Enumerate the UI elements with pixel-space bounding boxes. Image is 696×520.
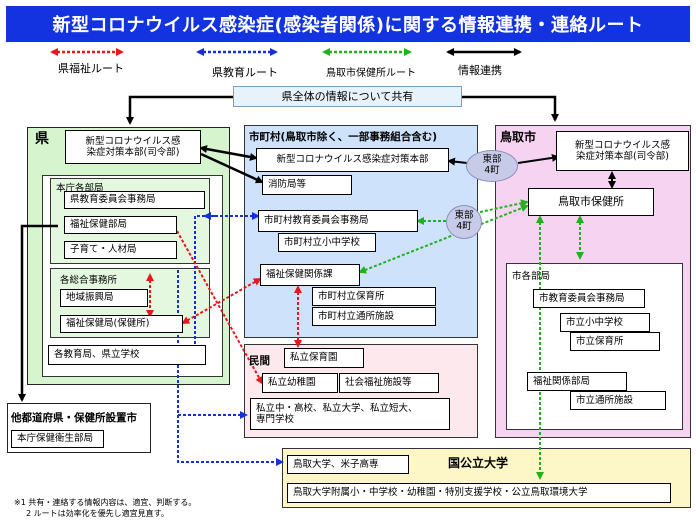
private-nursery-box: 私立保育園 bbox=[284, 348, 364, 368]
pref-welfare-dept-box: 福祉保健部局 bbox=[64, 216, 177, 234]
legend-info-link: 情報連携 bbox=[458, 64, 502, 77]
tottori-nursery-box: 市立保育所 bbox=[570, 332, 660, 351]
diagram-title: 新型コロナウイルス感染症(感染者関係)に関する情報連携・連絡ルート bbox=[6, 6, 690, 42]
univ-attached-box: 鳥取大学附属小・中学校・幼稚園・特別支援学校・公立鳥取環境大学 bbox=[287, 483, 671, 503]
pref-dept-group-label: 本庁各部局 bbox=[56, 183, 104, 194]
pref-offices-label: 各総合事務所 bbox=[60, 275, 118, 286]
tottori-health-center-box: 鳥取市保健所 bbox=[528, 188, 654, 216]
pref-childcare-box: 子育て・人材局 bbox=[64, 241, 177, 259]
private-header: 民間 bbox=[249, 355, 270, 367]
pref-edu-board-box: 県教育委員会事務局 bbox=[64, 191, 205, 209]
pref-regional-box: 地域振興局 bbox=[60, 289, 148, 307]
towns-oval-2: 東部 4町 bbox=[446, 205, 482, 239]
muni-schools-box: 市町村立小中学校 bbox=[278, 233, 376, 252]
private-kindergarten-box: 私立幼稚園 bbox=[262, 373, 338, 393]
tottori-hq-box: 新型コロナウイルス感 染症対策本部(司令部) bbox=[556, 131, 689, 171]
legend-pref-welfare: 県福祉ルート bbox=[58, 62, 124, 75]
tottori-facility-box: 市立通所施設 bbox=[570, 391, 666, 410]
muni-facility-box: 市町村立通所施設 bbox=[312, 307, 436, 326]
pref-health-center-box: 福祉保健局(保健所) bbox=[60, 315, 183, 333]
note-2: 2 ルートは効率化を優先し適宜見直す。 bbox=[26, 509, 169, 518]
muni-header: 市町村(鳥取市除く、一部事務組合含む) bbox=[249, 131, 438, 143]
tottori-depts-label: 市各部局 bbox=[512, 271, 551, 282]
univ-header: 国公立大学 bbox=[448, 456, 509, 470]
pref-header: 県 bbox=[35, 131, 49, 147]
muni-fire-box: 消防局等 bbox=[262, 175, 352, 195]
shared-info-box: 県全体の情報について共有 bbox=[233, 86, 462, 107]
private-welfare-fac-box: 社会福祉施設等 bbox=[339, 373, 439, 393]
tottori-schools-box: 市立小中学校 bbox=[560, 313, 650, 332]
pref-hq-box: 新型コロナウイルス感 染症対策本部(司令部) bbox=[65, 130, 201, 164]
muni-hq-box: 新型コロナウイルス感染症対策本部 bbox=[256, 148, 449, 172]
tottori-edu-board-box: 市教育委員会事務局 bbox=[533, 289, 645, 308]
univ-tottori-box: 鳥取大学、米子高専 bbox=[287, 455, 409, 474]
tottori-welfare-box: 福祉関係部局 bbox=[527, 372, 627, 391]
pref-schools-box: 各教育局、県立学校 bbox=[48, 345, 206, 365]
muni-nursery-box: 市町村立保育所 bbox=[312, 287, 436, 306]
note-1: ※1 共有・連絡する情報内容は、適宜、判断する。 bbox=[14, 498, 197, 507]
muni-welfare-box: 福祉保健関係課 bbox=[260, 264, 360, 286]
muni-edu-board-box: 市町村教育委員会事務局 bbox=[258, 210, 418, 232]
legend-pref-education: 県教育ルート bbox=[212, 66, 278, 79]
towns-oval-1: 東部 4町 bbox=[466, 150, 518, 182]
other-pref-header: 他都道府県・保健所設置市 bbox=[11, 412, 137, 424]
legend-tottori-health: 鳥取市保健所ルート bbox=[326, 68, 416, 79]
other-pref-dept-box: 本庁保健衛生部局 bbox=[11, 430, 104, 448]
private-schools-box: 私立中・高校、私立大学、私立短大、 専門学校 bbox=[250, 398, 450, 430]
tottori-header: 鳥取市 bbox=[500, 130, 537, 144]
